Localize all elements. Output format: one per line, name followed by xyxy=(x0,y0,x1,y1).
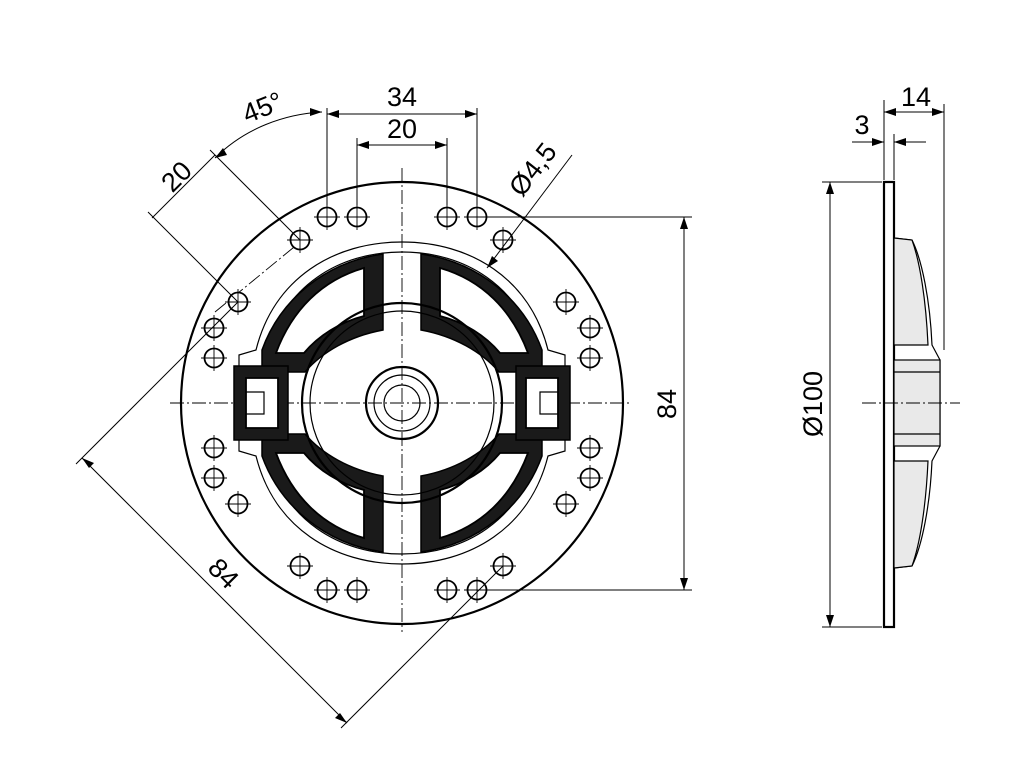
dim-14-side: 14 xyxy=(883,82,945,350)
spoke-top-right-window xyxy=(439,266,530,354)
mounting-hole xyxy=(313,203,341,231)
inner-body-outline xyxy=(238,241,566,565)
mounting-hole xyxy=(224,490,252,518)
hub-outer xyxy=(300,301,504,505)
latch-left xyxy=(233,365,289,441)
diagonal-centerline xyxy=(214,237,306,313)
center-boss-ring xyxy=(373,374,431,432)
mounting-hole xyxy=(200,344,228,372)
mounting-hole xyxy=(489,226,517,254)
dim-84-vertical: 84 xyxy=(480,216,692,591)
mounting-hole xyxy=(433,576,461,604)
dim-label-34: 34 xyxy=(387,82,417,112)
hub-inner-ring xyxy=(309,310,495,496)
mounting-hole xyxy=(200,314,228,342)
mounting-hole xyxy=(433,203,461,231)
mounting-hole xyxy=(576,314,604,342)
side-body-upper xyxy=(893,237,929,346)
spoke-bottom-left-window xyxy=(274,452,365,540)
side-body-lower xyxy=(893,460,929,569)
latch-right xyxy=(515,365,571,441)
mounting-hole xyxy=(286,552,314,580)
dim-100-diameter: Ø100 xyxy=(798,181,882,628)
outer-flange-edge xyxy=(179,180,625,626)
mounting-hole xyxy=(200,434,228,462)
dim-45-degree: 45° xyxy=(214,86,323,159)
mounting-hole xyxy=(576,434,604,462)
dim-label-20: 20 xyxy=(387,114,417,144)
center-boss-outer xyxy=(364,365,440,441)
mounting-hole xyxy=(343,203,371,231)
mounting-hole xyxy=(343,576,371,604)
dim-20-horizontal: 20 xyxy=(356,114,448,205)
mounting-hole xyxy=(552,288,580,316)
dim-3-side: 3 xyxy=(852,110,926,180)
dim-label-20-diagonal: 20 xyxy=(155,155,197,197)
mounting-hole xyxy=(576,344,604,372)
center-bore xyxy=(383,384,421,422)
front-view: 34 20 45° 20 Ø4,5 xyxy=(75,82,692,729)
side-flange-plate xyxy=(882,180,896,629)
mounting-hole xyxy=(552,490,580,518)
spoke-bottom-right-window xyxy=(439,452,530,540)
spoke-top-left-window xyxy=(274,266,365,354)
mounting-hole xyxy=(576,464,604,492)
dim-label-hole-diameter: Ø4,5 xyxy=(503,137,563,202)
dim-label-84-vertical: 84 xyxy=(652,389,682,419)
dim-label-14: 14 xyxy=(901,82,931,112)
dim-34-horizontal: 34 xyxy=(326,82,478,205)
dim-20-diagonal: 20 xyxy=(147,149,301,303)
dim-label-diameter-100: Ø100 xyxy=(798,371,828,437)
dim-label-84-diagonal: 84 xyxy=(202,552,244,594)
dim-label-3: 3 xyxy=(854,110,869,140)
dim-label-45-degrees: 45° xyxy=(238,86,287,129)
side-view: 14 3 Ø100 xyxy=(798,82,960,629)
mounting-hole xyxy=(313,576,341,604)
mounting-hole xyxy=(200,464,228,492)
